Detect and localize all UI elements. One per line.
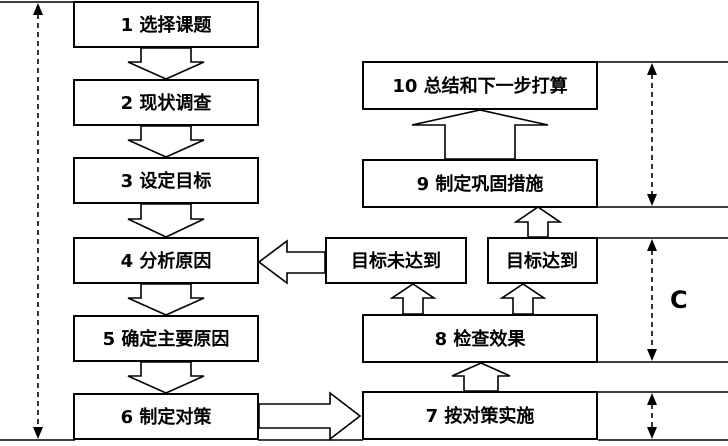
step-5-box: 5 确定主要原因 (73, 315, 259, 362)
check-span-arrow-down (647, 349, 657, 361)
step-6-label: 6 制定对策 (121, 406, 213, 428)
arrow-6-to-7 (258, 391, 362, 441)
arrow-9-to-10 (411, 109, 549, 160)
step-7-box: 7 按对策实施 (362, 391, 598, 440)
arrow-1-to-2 (127, 47, 205, 80)
arrow-8-to-not-reached (389, 283, 437, 315)
step-8-label: 8 检查效果 (435, 328, 527, 350)
arrow-reached-to-step-9 (513, 206, 563, 238)
check-phase-label: C (670, 286, 688, 314)
result-not-reached-label: 目标未达到 (351, 250, 441, 272)
arrow-4-to-5 (127, 283, 205, 316)
step-4-label: 4 分析原因 (121, 250, 212, 272)
step-10-box: 10 总结和下一步打算 (362, 61, 598, 110)
step-6-box: 6 制定对策 (73, 393, 259, 440)
step-3-label: 3 设定目标 (121, 170, 212, 192)
plan-span-arrow-down (33, 427, 43, 439)
step-1-box: 1 选择课题 (73, 1, 259, 48)
arrow-2-to-3 (127, 125, 205, 158)
check-span-arrow-up (647, 239, 657, 251)
arrow-not-reached-to-step-4 (257, 239, 326, 285)
result-reached-label: 目标达到 (506, 250, 578, 272)
result-reached-box: 目标达到 (487, 237, 598, 284)
step-3-box: 3 设定目标 (73, 157, 259, 204)
step-2-box: 2 现状调查 (73, 79, 259, 126)
plan-span-arrow-up (33, 3, 43, 15)
step-8-box: 8 检查效果 (362, 314, 598, 363)
step-5-label: 5 确定主要原因 (103, 328, 230, 350)
step-4-box: 4 分析原因 (73, 237, 259, 284)
step-2-label: 2 现状调查 (121, 92, 212, 114)
arrow-5-to-6 (127, 361, 205, 394)
act-span-arrow-up (647, 63, 657, 75)
step-9-label: 9 制定巩固措施 (417, 173, 544, 195)
step-1-label: 1 选择课题 (121, 14, 213, 36)
step-7-label: 7 按对策实施 (426, 405, 535, 427)
act-span-arrow-down (647, 194, 657, 206)
arrow-7-to-8 (451, 362, 511, 392)
arrow-3-to-4 (127, 203, 205, 238)
do-span-arrow-up (647, 393, 657, 405)
step-10-label: 10 总结和下一步打算 (392, 75, 567, 97)
result-not-reached-box: 目标未达到 (325, 237, 467, 284)
arrow-8-to-reached (499, 283, 547, 315)
step-9-box: 9 制定巩固措施 (362, 159, 598, 208)
do-span-arrow-down (647, 427, 657, 439)
